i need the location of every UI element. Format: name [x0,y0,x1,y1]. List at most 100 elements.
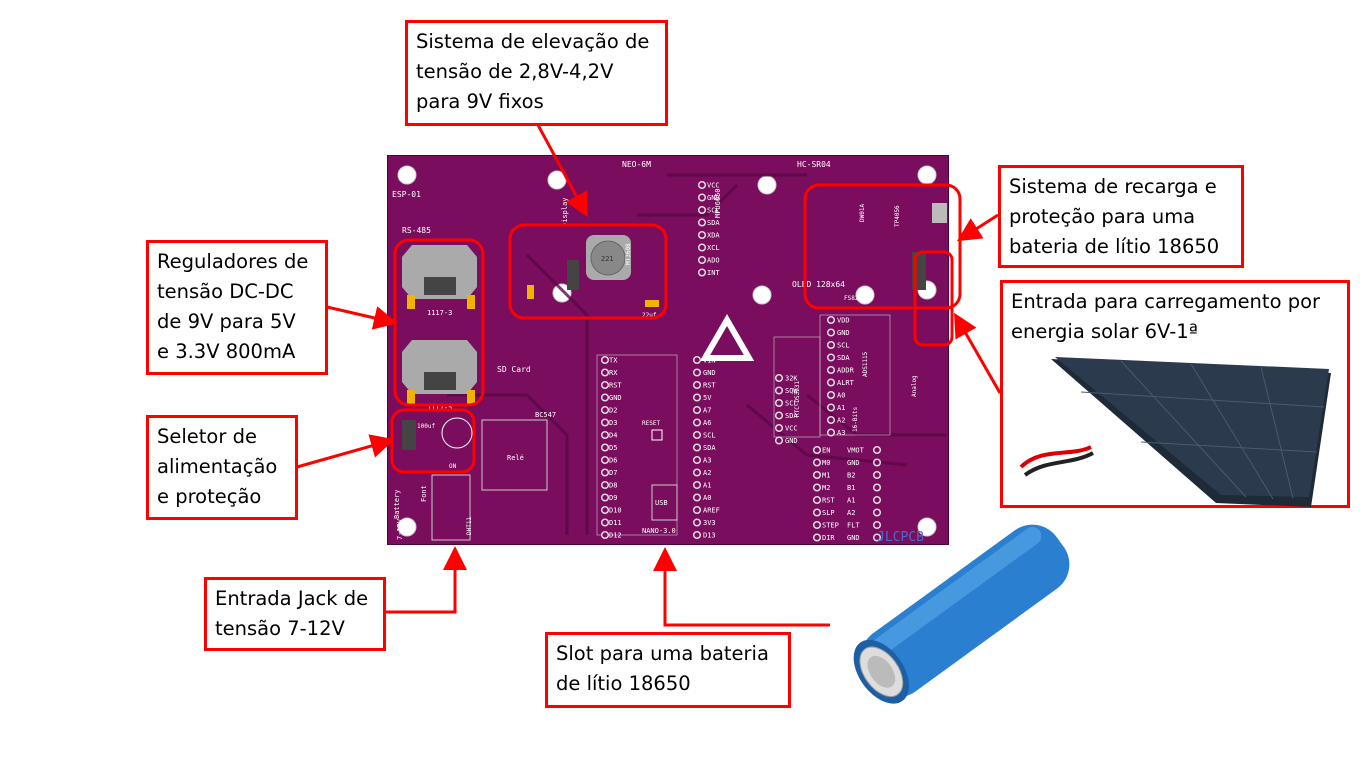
driver-left-pin [812,470,822,480]
ads-pin [826,390,836,400]
svg-text:JLCPCB: JLCPCB [877,530,924,545]
svg-text:RESET: RESET [642,420,660,427]
ads-pin [826,340,836,350]
nano-left-pin-label: D2 [609,407,617,415]
svg-text:1117-3: 1117-3 [427,309,452,317]
mpu-pin [697,205,707,215]
nano-left-pin-label: TX [609,357,618,365]
driver-right-pin-label: GND [847,459,860,467]
nano-left-pin [600,418,610,427]
driver-left-pin-label: M2 [822,484,830,492]
ads-pin-label: A0 [837,392,845,400]
svg-text:100uf: 100uf [417,423,435,430]
svg-text:ESP-01: ESP-01 [392,190,421,199]
nano-left-pin-label: GND [609,394,622,402]
driver-left-pin [812,520,822,530]
nano-left-pin-label: RST [609,382,622,390]
nano-left-pin-label: D11 [609,519,622,527]
ads-pin-label: A2 [837,417,845,425]
svg-text:DHT11: DHT11 [466,517,473,535]
driver-right-pin [872,483,882,492]
nano-left-pin [600,393,610,402]
nano-right-pin-label: A2 [703,469,711,477]
mpu-pin-label: SDA [707,219,720,227]
mpu-pin-label: XDA [707,232,720,240]
ads-pin-label: A1 [837,404,845,412]
nano-right-pin [692,368,702,377]
svg-text:SD Card: SD Card [497,365,531,374]
driver-right-pin [872,445,882,455]
arrow-charger [956,213,999,242]
mpu-pin [697,218,707,227]
nano-right-pin [692,443,702,452]
mpu-pin [697,180,707,190]
svg-text:NEO-6M: NEO-6M [622,160,651,169]
nano-right-pin [692,430,702,440]
nano-right-pin-label: VIN [703,357,716,365]
arrow-regulators [326,305,398,330]
svg-text:BC547: BC547 [535,411,556,419]
nano-right-pin-label: A3 [703,457,711,465]
driver-left-pin-label: STEP [822,522,839,530]
nano-right-pin-label: 3V3 [703,519,716,527]
driver-left-pin [812,533,822,542]
rtc-pin [774,411,784,420]
svg-text:HC-SR04: HC-SR04 [797,160,831,169]
driver-left-pin-label: RST [822,497,835,505]
svg-text:MT3608: MT3608 [625,243,632,265]
nano-right-pin [692,418,702,427]
nano-right-pin [692,518,702,527]
nano-right-pin-label: AREF [703,507,720,515]
nano-left-pin [600,518,610,527]
driver-left-pin-label: SLP [822,509,835,517]
svg-text:22uf: 22uf [642,312,657,319]
driver-right-pin-label: FLT [847,522,860,530]
nano-left-pin [600,505,610,515]
nano-right-pin-label: SCL [703,432,716,440]
nano-left-pin [600,443,610,452]
nano-left-pin-label: D9 [609,494,617,502]
svg-text:Display: Display [561,197,569,227]
svg-text:ADS1115: ADS1115 [862,351,869,377]
nano-left-pin [600,430,610,440]
svg-text:16-Bits: 16-Bits [852,406,859,432]
ads-pin-label: A3 [837,429,845,437]
nano-left-pin-label: D5 [609,444,617,452]
nano-left-pin-label: D10 [609,507,622,515]
nano-left-pin [600,468,610,477]
nano-left-pin [600,380,610,390]
ads-pin-label: SDA [837,354,850,362]
driver-right-pin [872,508,882,517]
svg-text:Relé: Relé [507,454,524,462]
ads-pin [826,415,836,425]
ads-pin-label: ADDR [837,367,855,375]
svg-text:RS-485: RS-485 [402,226,431,235]
driver-left-pin [812,445,822,455]
nano-left-pin-label: D12 [609,532,622,540]
nano-left-pin-label: D6 [609,457,617,465]
svg-text:RTC-DS3231: RTC-DS3231 [794,380,801,417]
mpu-pin-label: INT [707,269,720,277]
ads-pin-label: SCL [837,342,850,350]
driver-left-pin-label: DIR [822,534,835,542]
arrow-solar [954,312,1002,394]
logo-icon [699,314,755,361]
svg-text:7-12V: 7-12V [396,518,404,540]
svg-text:Battery: Battery [393,489,401,519]
driver-left-pin [812,458,822,467]
mpu-pin-label: ADO [707,257,720,265]
driver-left-pin [812,483,822,492]
rtc-pin-label: SQW [785,387,798,395]
svg-text:NANO-3.0: NANO-3.0 [642,527,676,535]
driver-left-pin-label: M0 [822,459,830,467]
nano-right-pin-label: 5V [703,394,712,402]
driver-left-pin [812,508,822,517]
arrow-battery [653,547,830,627]
nano-left-pin [600,368,610,377]
